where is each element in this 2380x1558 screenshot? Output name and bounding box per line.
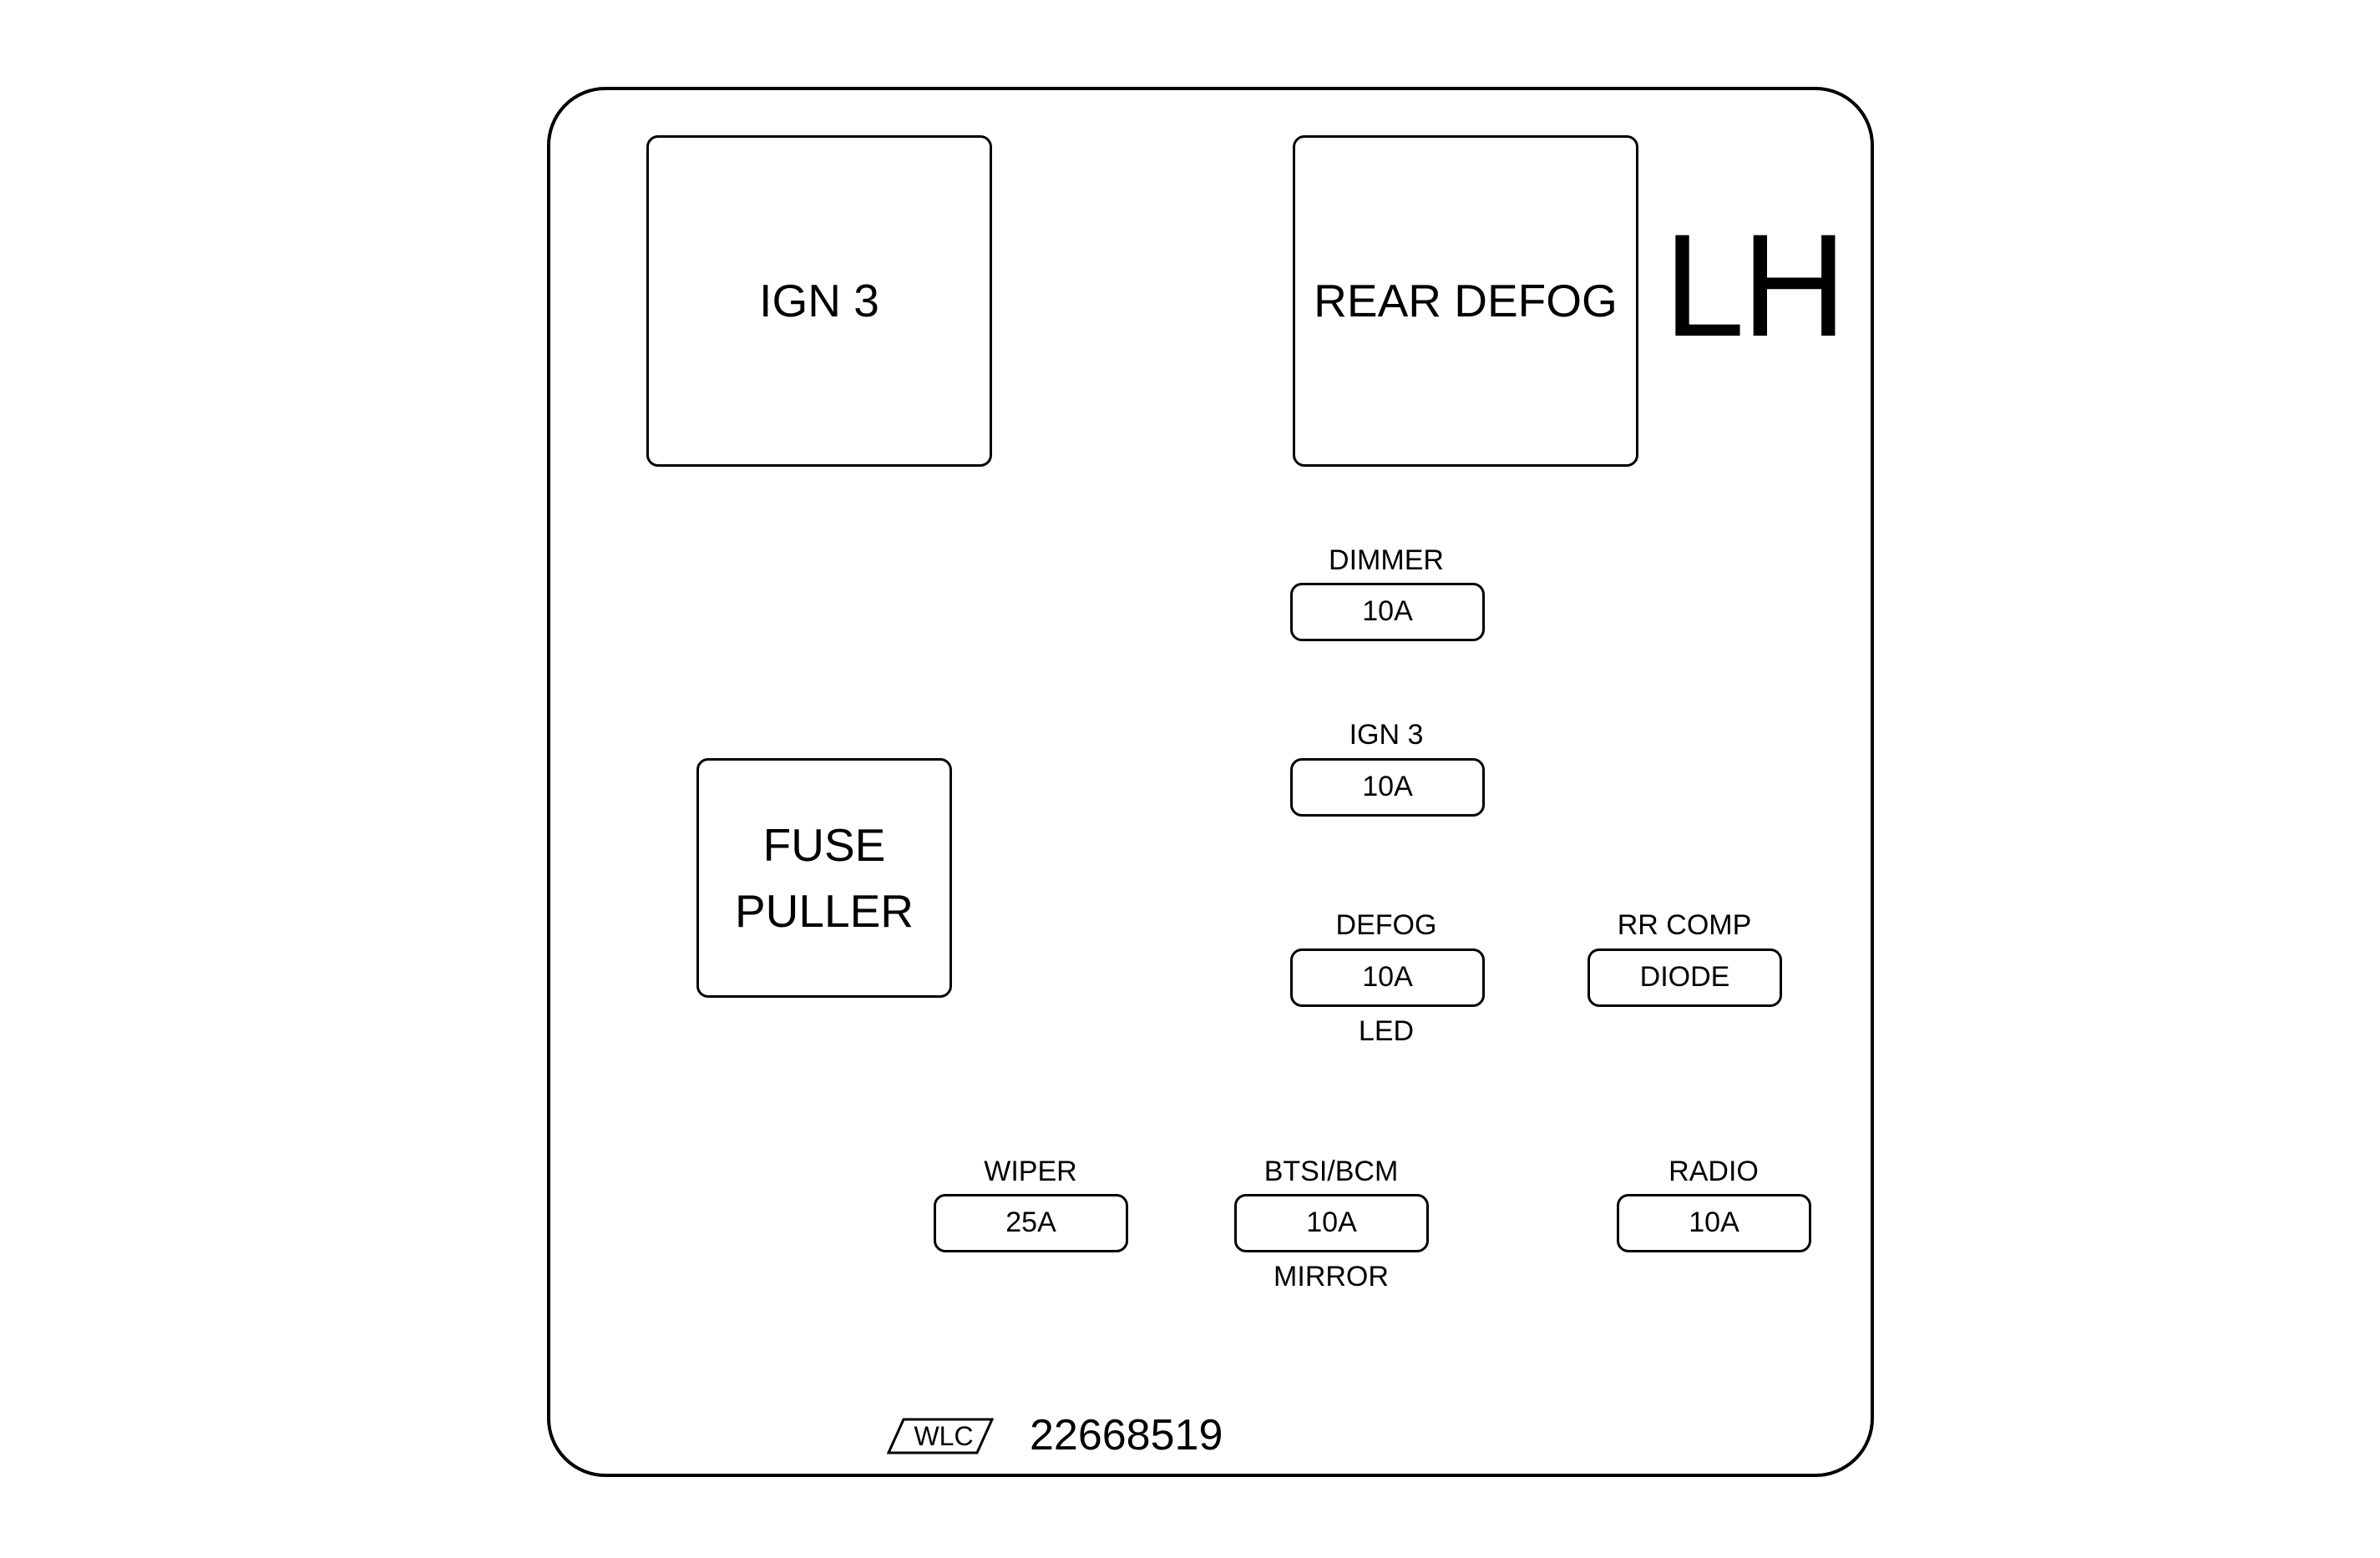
defog-fuse-sublabel: LED [1358, 1015, 1415, 1047]
btsi-bcm-fuse-rating: 10A [1306, 1206, 1357, 1239]
btsi-bcm-fuse-sublabel: MIRROR [1274, 1261, 1389, 1292]
rr-comp-diode: DIODE [1588, 948, 1782, 1007]
ign3-relay: IGN 3 [646, 135, 992, 467]
radio-fuse-rating: 10A [1689, 1206, 1739, 1239]
btsi-bcm-fuse-name: BTSI/BCM [1263, 1156, 1399, 1187]
side-designation: LH [1663, 205, 1847, 367]
radio-fuse: 10A [1617, 1194, 1811, 1252]
btsi-bcm-fuse: 10A [1234, 1194, 1429, 1252]
dimmer-fuse: 10A [1290, 583, 1485, 641]
wlc-logo-outline [887, 1418, 994, 1454]
rear-defog-relay-label: REAR DEFOG [1314, 274, 1618, 326]
wiper-fuse-name: WIPER [984, 1156, 1077, 1187]
defog-fuse-rating: 10A [1362, 961, 1413, 994]
rr-comp-name: RR COMP [1617, 909, 1752, 941]
fuse-puller: FUSE PULLER [696, 758, 952, 998]
rr-comp-rating: DIODE [1639, 961, 1730, 994]
ign3-fuse-rating: 10A [1362, 771, 1413, 803]
radio-fuse-name: RADIO [1669, 1156, 1759, 1187]
ign3-fuse-name: IGN 3 [1349, 719, 1424, 751]
dimmer-fuse-name: DIMMER [1329, 544, 1444, 576]
dimmer-fuse-rating: 10A [1362, 595, 1413, 628]
ign3-relay-label: IGN 3 [759, 274, 879, 326]
defog-fuse: 10A [1290, 948, 1485, 1007]
wiper-fuse-rating: 25A [1005, 1206, 1056, 1239]
fuse-puller-label-line2: PULLER [735, 884, 914, 937]
wlc-logo-text: WLC [914, 1421, 974, 1451]
defog-fuse-name: DEFOG [1335, 909, 1437, 941]
wiper-fuse: 25A [934, 1194, 1128, 1252]
rear-defog-relay: REAR DEFOG [1293, 135, 1638, 467]
ign3-fuse: 10A [1290, 758, 1485, 817]
fuse-puller-label-line1: FUSE [762, 819, 886, 872]
fuse-block-panel [547, 87, 1874, 1477]
part-number: 22668519 [1030, 1411, 1223, 1459]
